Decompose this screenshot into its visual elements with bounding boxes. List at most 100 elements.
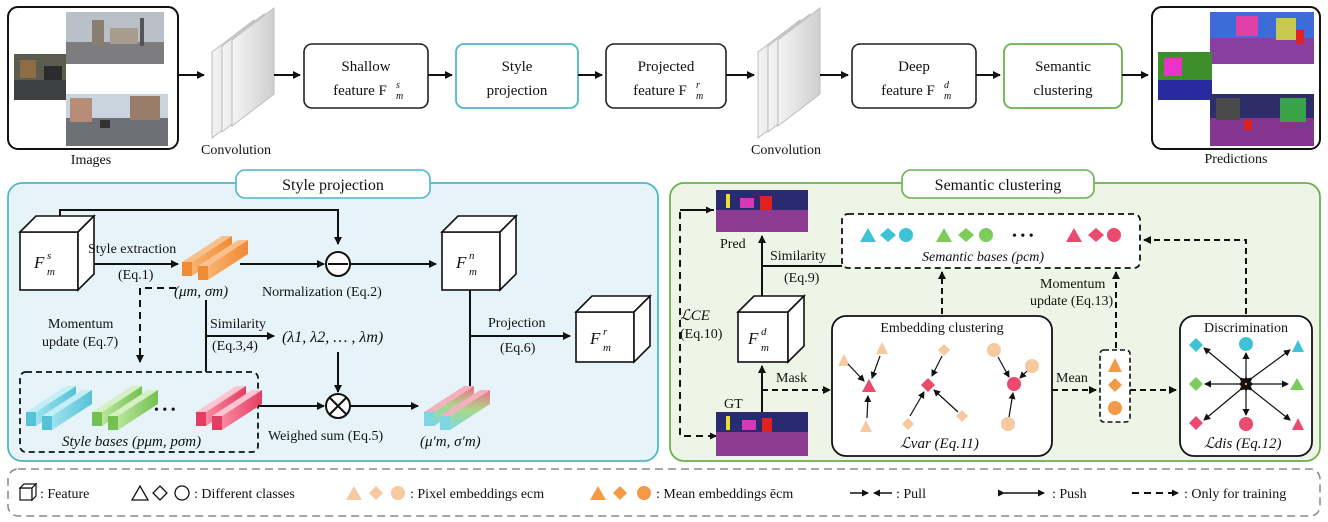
svg-text:s: s bbox=[47, 250, 51, 262]
eq9-label: (Eq.9) bbox=[784, 271, 820, 286]
style-bases-box bbox=[19, 371, 259, 453]
pred-label: Pred bbox=[720, 237, 746, 252]
semantic-bases-shapes bbox=[860, 228, 1121, 242]
legend-pull: : Pull bbox=[896, 487, 926, 502]
svg-text:m: m bbox=[944, 91, 951, 102]
svg-text:m: m bbox=[396, 91, 403, 102]
input-image-1 bbox=[66, 12, 164, 64]
svg-text:d: d bbox=[944, 80, 950, 91]
discrimination-shapes bbox=[1189, 337, 1304, 431]
svg-text:s: s bbox=[396, 80, 400, 91]
style-bases-green bbox=[92, 386, 158, 430]
style-projection-box: Style projection bbox=[455, 43, 579, 109]
svg-text:Shallow: Shallow bbox=[341, 59, 390, 75]
arrow-fs-to-normalization bbox=[59, 209, 342, 245]
pred-image bbox=[716, 190, 808, 232]
svg-text:m: m bbox=[47, 266, 55, 278]
discrimination-label: Discrimination bbox=[1204, 321, 1288, 336]
legend-training: : Only for training bbox=[1184, 487, 1286, 502]
svg-text:Projected: Projected bbox=[638, 59, 695, 75]
update-eq13-label: update (Eq.13) bbox=[1030, 294, 1114, 309]
svg-text:F: F bbox=[589, 329, 601, 348]
eq1-label: (Eq.1) bbox=[118, 268, 154, 283]
legend-feature: : Feature bbox=[40, 487, 89, 502]
semantic-clustering-box: Semantic clustering bbox=[1003, 43, 1123, 109]
style-bases-cyan bbox=[26, 386, 92, 430]
svg-text:d: d bbox=[761, 326, 767, 338]
weighed-sum-operator bbox=[325, 393, 351, 419]
svg-text:F: F bbox=[33, 253, 45, 272]
lvar-label: ℒvar (Eq.11) bbox=[900, 436, 979, 452]
convolution-block-2 bbox=[757, 6, 821, 140]
style-panel-title: Style projection bbox=[282, 177, 384, 194]
svg-text:F: F bbox=[747, 329, 759, 348]
svg-text:n: n bbox=[469, 250, 475, 262]
predictions-box bbox=[1151, 6, 1321, 150]
mask-label: Mask bbox=[776, 371, 807, 386]
lambdas-label: (λ1, λ2, … , λm) bbox=[282, 329, 383, 346]
dashed-discrimination-to-bases bbox=[1143, 236, 1247, 314]
svg-text:Semantic: Semantic bbox=[1035, 59, 1091, 75]
legend-pixel-embeddings-icon bbox=[346, 486, 405, 500]
input-image-3 bbox=[66, 94, 168, 146]
eq6-label: (Eq.6) bbox=[500, 341, 536, 356]
svg-text:m: m bbox=[761, 342, 769, 354]
svg-text:r: r bbox=[696, 80, 700, 91]
lce-label: ℒCE bbox=[680, 308, 710, 324]
input-image-2 bbox=[14, 54, 66, 100]
mu-sigma-prime-label: (μ′m, σ′m) bbox=[420, 434, 481, 450]
semantic-bases-label: Semantic bases (pcm) bbox=[922, 250, 1044, 265]
legend-classes: : Different classes bbox=[194, 487, 295, 502]
svg-text:feature F: feature F bbox=[881, 83, 935, 99]
projected-feature-cube: F r m bbox=[574, 294, 652, 364]
shallow-feature-box: Shallow feature F s m bbox=[303, 43, 429, 109]
style-statistics-bars bbox=[182, 236, 248, 280]
eq10-label: (Eq.10) bbox=[680, 327, 723, 342]
svg-text:feature F: feature F bbox=[633, 83, 687, 99]
projection-label: Projection bbox=[488, 316, 546, 331]
convolution-label-2: Convolution bbox=[751, 143, 821, 158]
images-label: Images bbox=[71, 153, 111, 168]
semantic-bases-box bbox=[841, 213, 1141, 269]
legend-feature-icon bbox=[18, 482, 38, 502]
mean-embeddings-shapes bbox=[1108, 358, 1122, 415]
semantic-panel-title: Semantic clustering bbox=[935, 177, 1062, 194]
convolution-block-1 bbox=[211, 6, 275, 140]
cluster-triangles bbox=[838, 342, 888, 432]
style-bases-dots: • • • bbox=[154, 403, 176, 418]
prediction-image-1 bbox=[1210, 12, 1314, 64]
style-bases-pink bbox=[196, 386, 262, 430]
legend-pixel-embeddings: : Pixel embeddings ecm bbox=[410, 487, 544, 502]
eq34-label: (Eq.3,4) bbox=[212, 339, 258, 354]
normalization-operator bbox=[325, 251, 351, 277]
svg-text:projection: projection bbox=[487, 83, 548, 99]
gt-label: GT bbox=[724, 397, 743, 412]
legend-mean-embeddings-icon bbox=[590, 486, 651, 500]
svg-text:feature F: feature F bbox=[333, 83, 387, 99]
semantic-bases-dots: • • • bbox=[1012, 229, 1034, 244]
svg-text:m: m bbox=[603, 342, 611, 354]
dashed-momentum-update-style bbox=[136, 287, 176, 363]
mean-label: Mean bbox=[1056, 371, 1088, 386]
weighed-sum-label: Weighed sum (Eq.5) bbox=[268, 429, 383, 444]
deep-feature-box: Deep feature F d m bbox=[851, 43, 977, 109]
svg-text:Style: Style bbox=[502, 59, 533, 75]
style-panel-title-box bbox=[235, 169, 431, 199]
semantic-similarity-label: Similarity bbox=[770, 249, 826, 264]
shallow-feature-cube: F s m bbox=[18, 214, 96, 292]
cluster-diamonds bbox=[902, 344, 968, 430]
svg-text:m: m bbox=[696, 91, 703, 102]
projected-style-bars bbox=[424, 386, 490, 430]
mu-sigma-label: (μm, σm) bbox=[174, 284, 228, 300]
style-bases-label: Style bases (pμm, pσm) bbox=[62, 434, 201, 450]
svg-text:F: F bbox=[455, 253, 467, 272]
style-extraction-label: Style extraction bbox=[88, 242, 176, 257]
legend-box bbox=[7, 468, 1321, 517]
svg-text:r: r bbox=[603, 326, 608, 338]
semantic-panel-title-box bbox=[901, 169, 1095, 199]
svg-text:clustering: clustering bbox=[1033, 83, 1093, 99]
prediction-image-3 bbox=[1210, 94, 1314, 146]
semantic-momentum-label: Momentum bbox=[1040, 277, 1105, 292]
normalization-label: Normalization (Eq.2) bbox=[262, 285, 382, 300]
